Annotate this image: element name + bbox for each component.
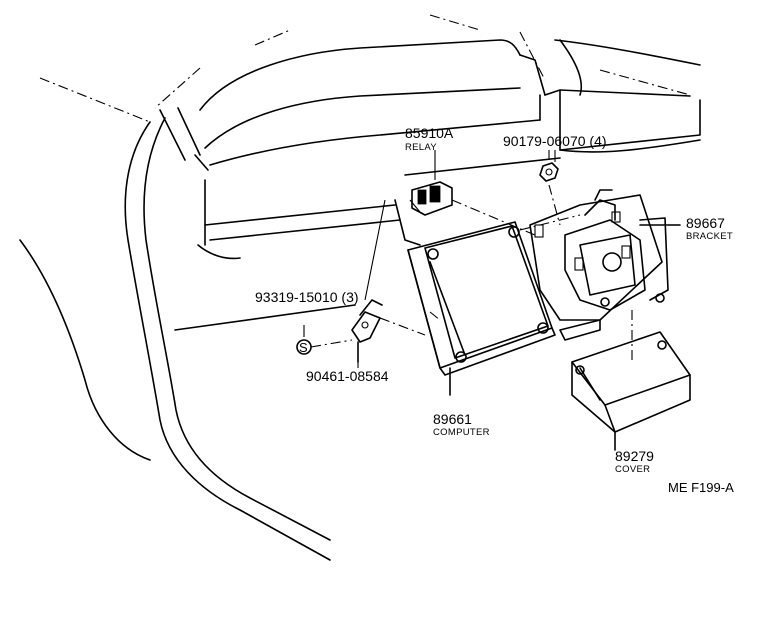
cover-name: COVER (615, 464, 650, 475)
vehicle-body-outline (19, 14, 701, 561)
label-cover: 89279 COVER (615, 448, 654, 475)
label-clip: 90461-08584 (306, 368, 389, 384)
screw-number: 93319-15010 (3) (255, 289, 359, 305)
label-nut: 90179-06070 (4) (503, 133, 607, 149)
computer-number: 89661 (433, 411, 472, 427)
cover-part (571, 310, 691, 451)
clip-part (351, 299, 426, 363)
cover-number: 89279 (615, 448, 654, 464)
nut-part (539, 150, 561, 226)
label-computer: 89661 COMPUTER (433, 411, 490, 438)
leader-lines (357, 150, 680, 368)
relay-name: RELAY (405, 142, 437, 153)
bracket-name: BRACKET (686, 231, 733, 242)
label-bracket: 89667 BRACKET (686, 215, 733, 242)
svg-text:S: S (299, 340, 308, 355)
bracket-part (529, 189, 681, 341)
computer-part (407, 214, 581, 396)
label-screw: 93319-15010 (3) (255, 289, 359, 305)
clip-number: 90461-08584 (306, 368, 389, 384)
computer-name: COMPUTER (433, 427, 490, 438)
bracket-number: 89667 (686, 215, 725, 231)
label-relay: 85910A RELAY (405, 125, 454, 153)
nut-number: 90179-06070 (4) (503, 133, 607, 149)
figure-code: ME F199-A (668, 480, 734, 495)
screw-part: S (296, 325, 353, 355)
relay-number: 85910A (405, 125, 454, 141)
